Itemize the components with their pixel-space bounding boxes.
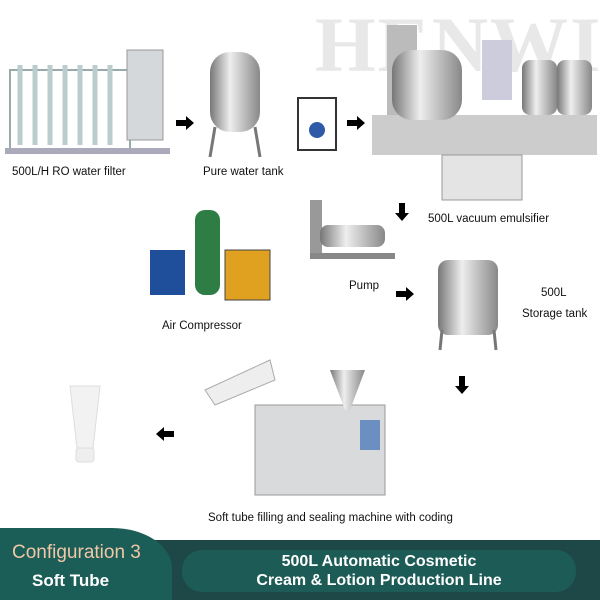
arrow-right-icon bbox=[347, 116, 365, 130]
arrow-right-icon bbox=[176, 116, 194, 130]
arrow-left-icon bbox=[156, 427, 174, 441]
pure-water-tank-image bbox=[208, 52, 262, 158]
pump-image bbox=[310, 200, 395, 259]
pure-water-tank-label: Pure water tank bbox=[203, 166, 284, 178]
soft-tube-product-image bbox=[69, 385, 101, 463]
title-line-2: Cream & Lotion Production Line bbox=[256, 572, 502, 589]
filling-machine-label: Soft tube filling and sealing machine wi… bbox=[208, 512, 453, 524]
transfer-pump-unit-image bbox=[297, 97, 337, 151]
storage-tank-label: Storage tank bbox=[522, 308, 588, 320]
configuration-label: Configuration 3 bbox=[12, 542, 141, 563]
pump-label: Pump bbox=[349, 280, 380, 292]
ro-filter-label: 500L/H RO water filter bbox=[12, 166, 126, 178]
ro-water-filter-image bbox=[5, 49, 170, 154]
vacuum-emulsifier-image bbox=[372, 25, 597, 201]
production-line-title: 500L Automatic Cosmetic Cream & Lotion P… bbox=[182, 550, 576, 592]
configuration-tab bbox=[0, 528, 172, 600]
air-compressor-label: Air Compressor bbox=[162, 320, 242, 332]
emulsifier-label: 500L vacuum emulsifier bbox=[428, 213, 550, 225]
arrow-down-icon bbox=[395, 203, 409, 221]
title-line-1: 500L Automatic Cosmetic bbox=[281, 553, 477, 570]
air-compressor-image bbox=[150, 210, 271, 301]
storage-tank-image bbox=[438, 260, 498, 351]
storage-tank-capacity-label: 500L bbox=[541, 287, 567, 299]
arrow-right-icon bbox=[396, 287, 414, 301]
tube-filling-machine-image bbox=[204, 359, 386, 496]
configuration-subtitle: Soft Tube bbox=[32, 571, 110, 590]
arrow-down-icon bbox=[455, 376, 469, 394]
